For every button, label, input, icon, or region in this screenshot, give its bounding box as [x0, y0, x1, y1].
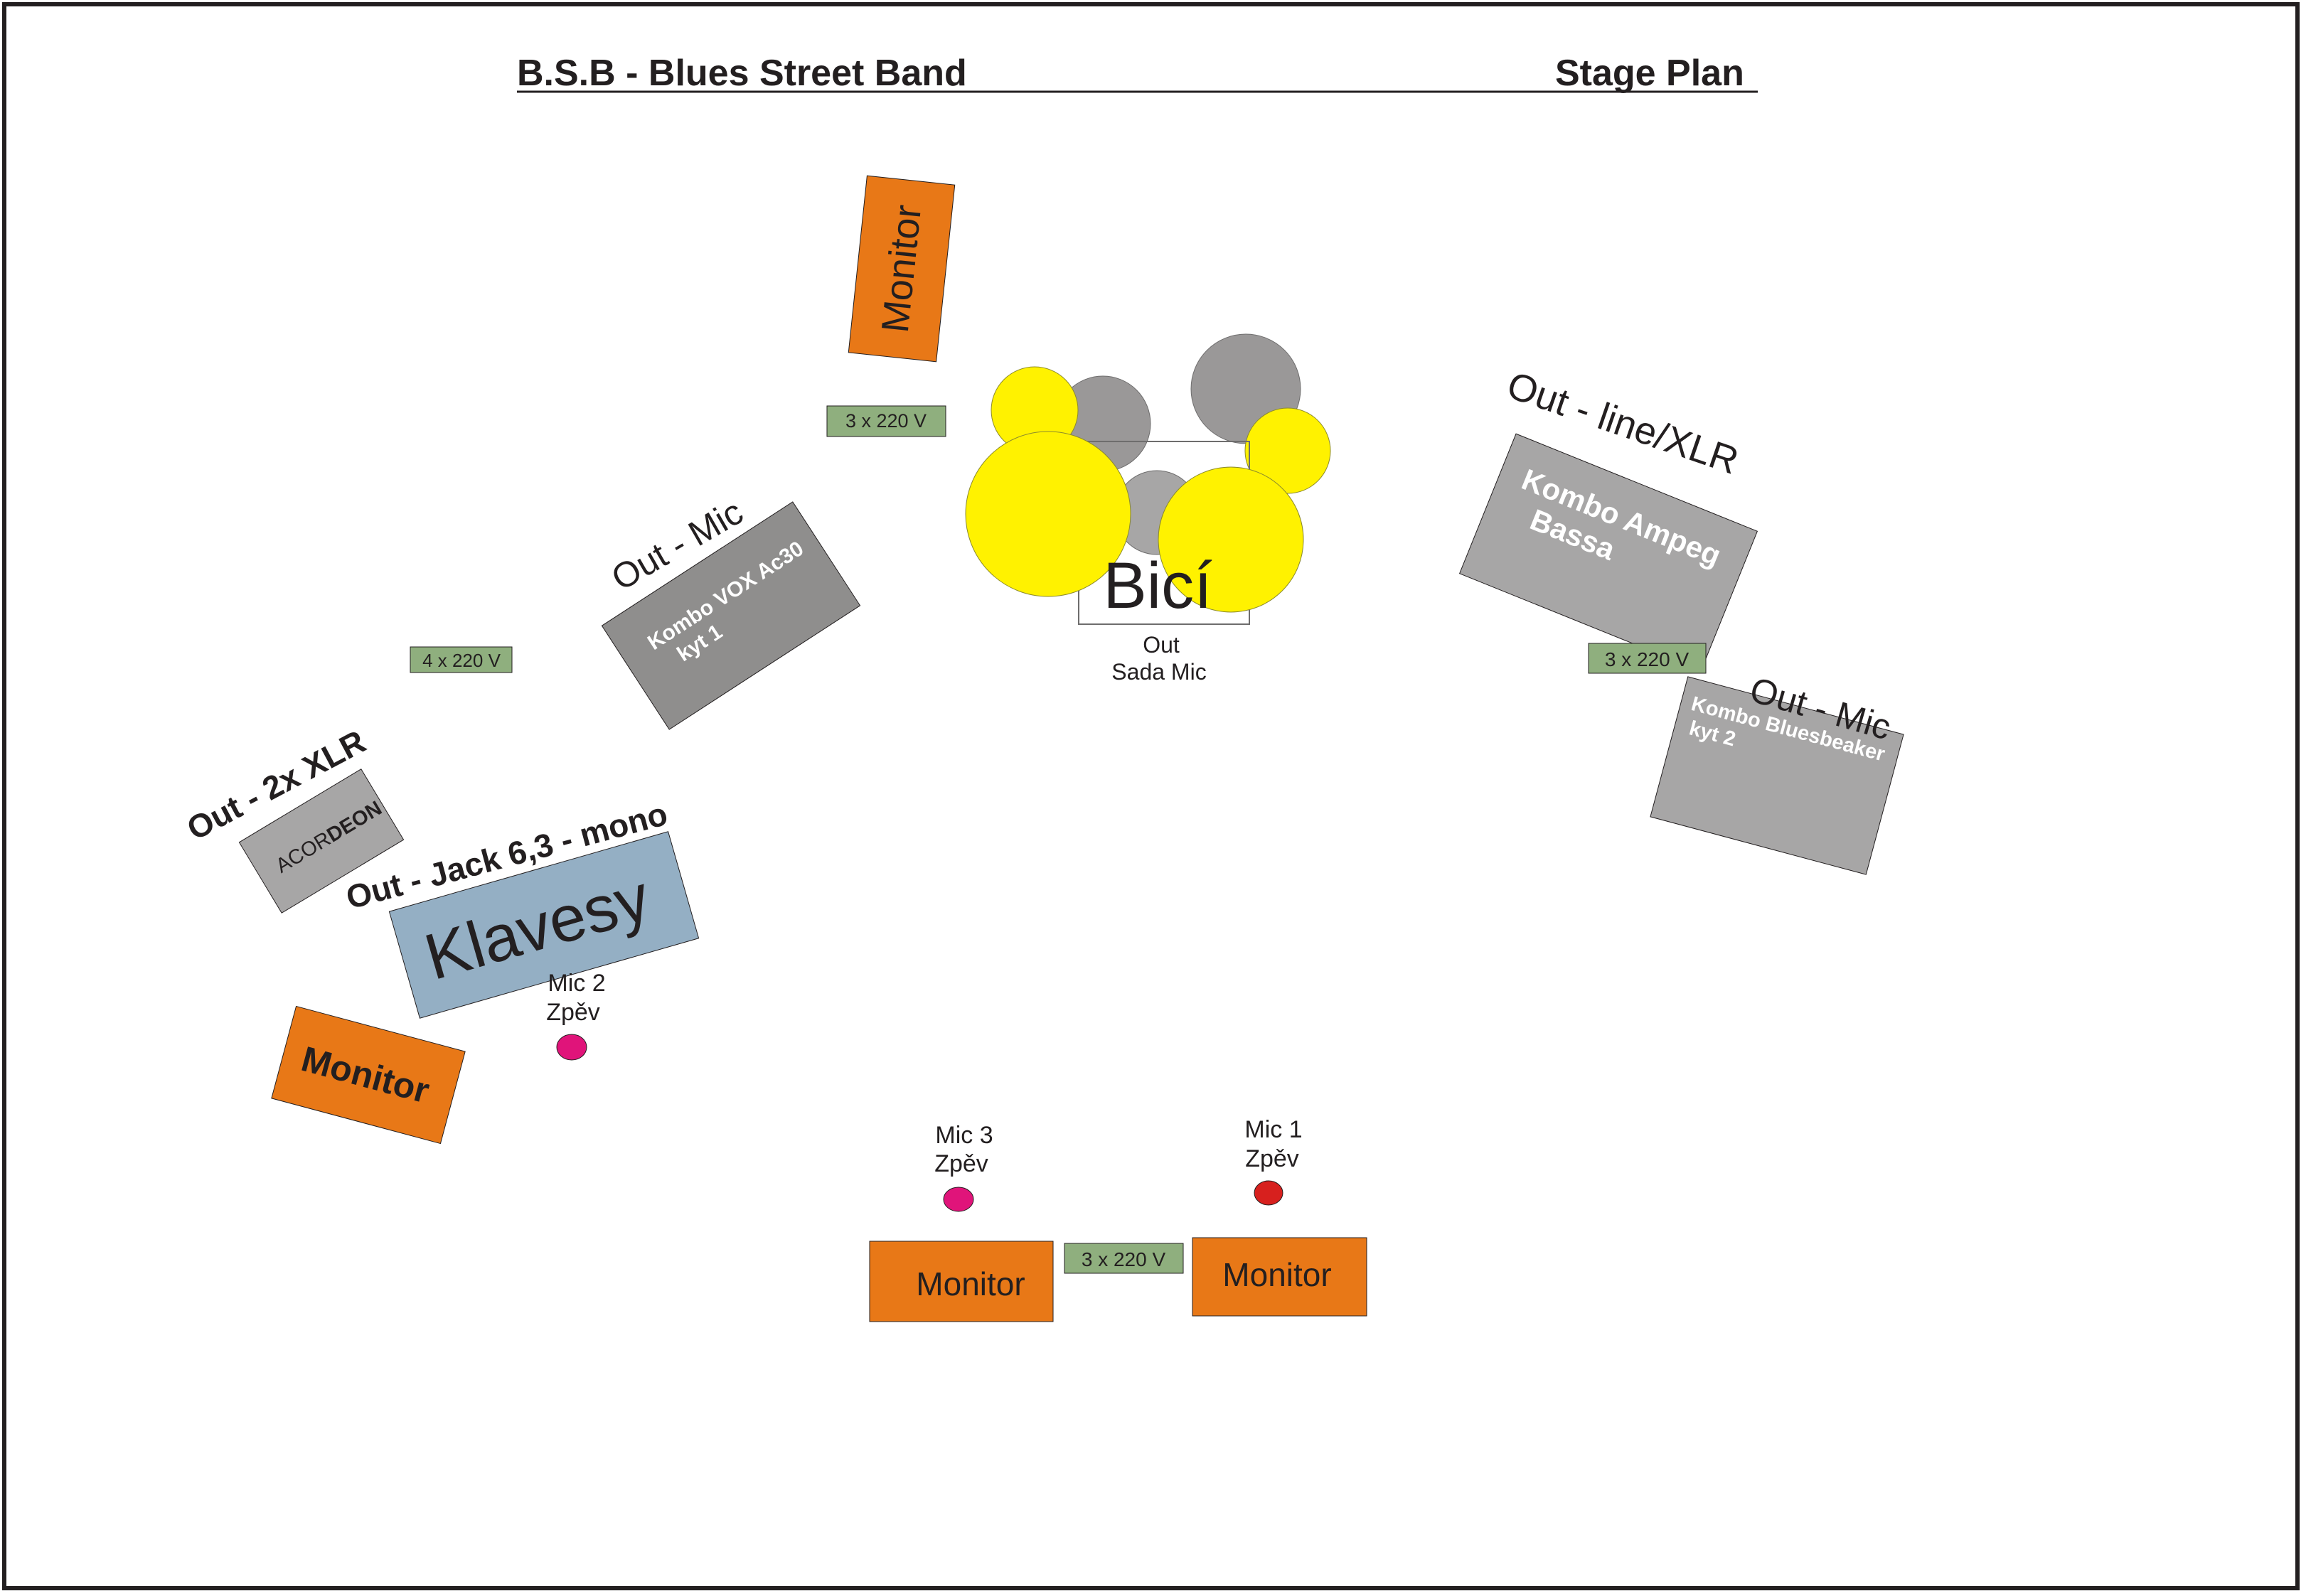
mic-2-label-line2: Zpěv: [546, 999, 600, 1026]
mic-3-marker: [943, 1187, 974, 1212]
amp-bass: Kombo Ampeg Bassa: [1458, 433, 1758, 672]
drums-out-line1: Out: [1143, 632, 1180, 658]
mic-3-label-line2: Zpěv: [934, 1150, 988, 1177]
power-right: 3 x 220 V: [1588, 643, 1707, 674]
mic-1-label-line2: Zpěv: [1245, 1145, 1299, 1172]
header: B.S.B - Blues Street Band Stage Plan: [517, 53, 1758, 94]
accordion: ACORDEON: [238, 768, 405, 914]
mic-2: Mic 2 Zpěv: [546, 970, 606, 1061]
amp-guitar2: Kombo Bluesbeaker kyt 2: [1650, 676, 1904, 875]
power-front-label: 3 x 220 V: [1082, 1248, 1166, 1270]
cymbal-crash: [965, 431, 1131, 597]
cymbal-right-small: [1244, 407, 1331, 494]
power-drums: 3 x 220 V: [826, 405, 946, 437]
mic-1-marker: [1254, 1180, 1283, 1206]
amp-guitar1: Kombo VOX Ac30 kyt 1: [601, 501, 861, 730]
monitor-front-right-label: Monitor: [1222, 1256, 1331, 1293]
cymbal-ride: [1158, 466, 1304, 613]
power-drums-label: 3 x 220 V: [845, 410, 927, 432]
power-left: 4 x 220 V: [410, 646, 513, 673]
mic-2-marker: [556, 1034, 587, 1061]
power-front: 3 x 220 V: [1064, 1243, 1184, 1274]
monitor-left: Monitor: [271, 1005, 466, 1145]
drums-out-line2: Sada Mic: [1111, 659, 1206, 685]
plan-title: Stage Plan: [1555, 53, 1744, 94]
mic-3: Mic 3 Zpěv: [934, 1122, 993, 1212]
monitor-front-left-label: Monitor: [916, 1265, 1025, 1302]
mic-3-label-line1: Mic 3: [935, 1122, 993, 1149]
monitor-top: Monitor: [848, 175, 956, 363]
monitor-front-right: Monitor: [1192, 1237, 1367, 1317]
mic-2-label-line1: Mic 2: [548, 970, 605, 997]
power-right-label: 3 x 220 V: [1605, 648, 1690, 670]
drums-label: Bicí: [1103, 550, 1212, 622]
band-name: B.S.B - Blues Street Band: [517, 53, 967, 94]
mic-1-label-line1: Mic 1: [1244, 1116, 1302, 1143]
monitor-front-left: Monitor: [869, 1241, 1054, 1322]
power-left-label: 4 x 220 V: [422, 650, 501, 671]
mic-1: Mic 1 Zpěv: [1244, 1116, 1303, 1206]
drum-kit: Bicí Out Sada Mic: [965, 333, 1331, 685]
